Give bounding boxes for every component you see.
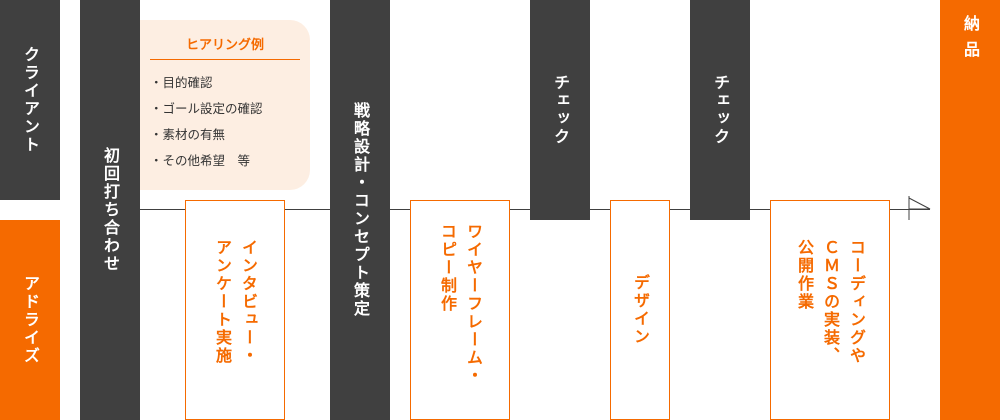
step-delivery: 納品 [940,0,1000,420]
step-check-2-label: チェック [711,74,730,146]
hearing-title: ヒアリング例 [150,34,300,60]
step-check-1: チェック [530,0,590,220]
hearing-item: 目的確認 [150,70,300,96]
task-design: デザイン [610,200,670,420]
lane-client: クライアント [0,0,60,200]
step-strategy-label: 戦略設計・コンセプト策定 [351,102,370,318]
step-delivery-label: 納品 [961,15,980,67]
task-wireframe-label: ワイヤーフレーム・ コピー制作 [438,223,483,385]
step-meeting-label: 初回打ち合わせ [101,147,120,273]
lane-client-label: クライアント [21,46,40,154]
task-wireframe: ワイヤーフレーム・ コピー制作 [410,200,510,420]
task-interview: インタビュー・ アンケート実施 [185,200,285,420]
timeline-arrow-flag-icon [908,196,931,220]
step-check-2: チェック [690,0,750,220]
step-meeting: 初回打ち合わせ [80,0,140,420]
hearing-item: その他希望 等 [150,148,300,174]
lane-advise: アドライズ [0,220,60,420]
step-strategy: 戦略設計・コンセプト策定 [330,0,390,420]
task-interview-label: インタビュー・ アンケート実施 [213,239,258,365]
task-coding-label: コーディングや ＣＭＳの実装、 公開作業 [795,239,866,365]
hearing-item: 素材の有無 [150,122,300,148]
step-check-1-label: チェック [551,74,570,146]
hearing-examples-box: ヒアリング例 目的確認 ゴール設定の確認 素材の有無 その他希望 等 [140,20,310,190]
lane-advise-label: アドライズ [21,275,40,365]
task-coding: コーディングや ＣＭＳの実装、 公開作業 [770,200,890,420]
task-design-label: デザイン [631,274,650,346]
hearing-list: 目的確認 ゴール設定の確認 素材の有無 その他希望 等 [150,70,300,174]
hearing-item: ゴール設定の確認 [150,96,300,122]
